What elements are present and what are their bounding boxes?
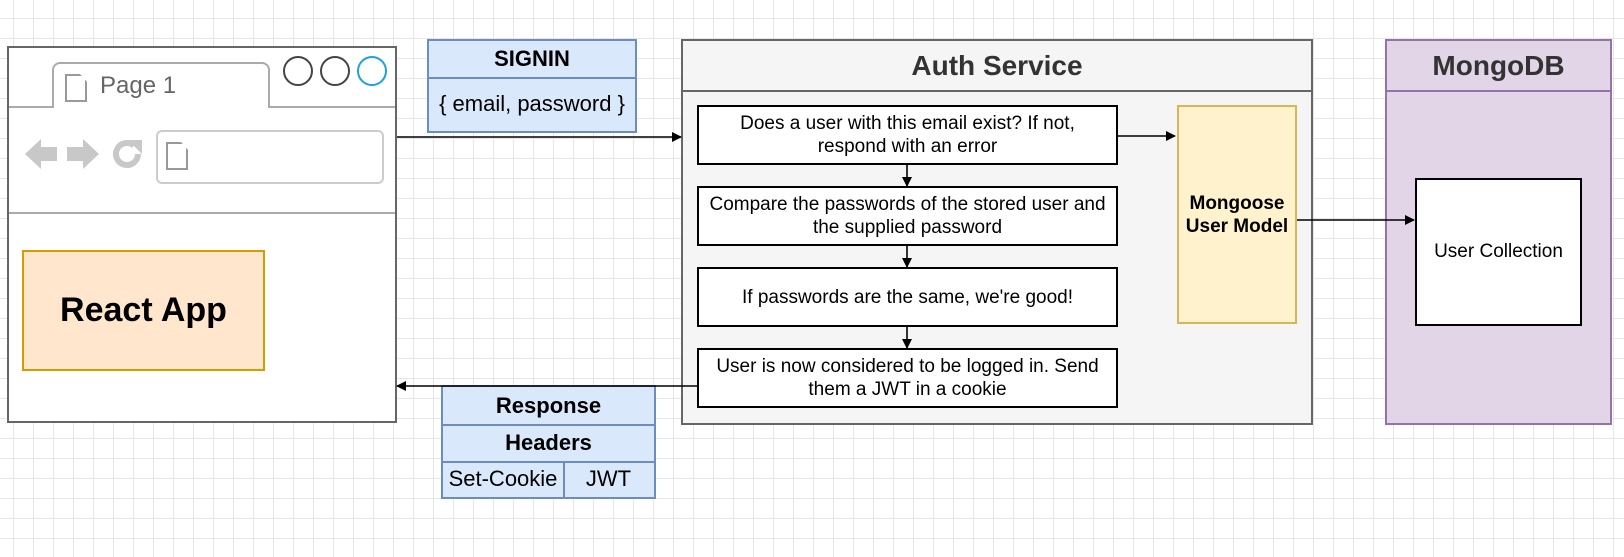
user-collection: User Collection [1415,178,1582,326]
step-send-jwt: User is now considered to be logged in. … [697,348,1118,408]
step-check-user-exists: Does a user with this email exist? If no… [697,105,1118,165]
window-button-circle-icon[interactable] [320,56,350,86]
mongodb-container: MongoDB User Collection [1385,39,1612,425]
window-button-circle-icon[interactable] [283,56,313,86]
tab-label: Page 1 [100,72,177,99]
header-name-cell: Set-Cookie [443,461,565,497]
response-headers-title: Headers [443,424,654,463]
auth-service-title: Auth Service [683,41,1311,92]
reload-icon[interactable] [109,136,145,172]
signin-request-table: SIGNIN { email, password } [427,39,637,133]
auth-service-container: Auth Service Does a user with this email… [681,39,1313,425]
response-title: Response [443,387,654,426]
signin-title: SIGNIN [429,41,635,79]
signin-body: { email, password } [439,91,625,116]
header-value-cell: JWT [585,466,632,491]
address-bar[interactable] [156,130,384,184]
mongoose-user-model: Mongoose User Model [1177,105,1297,324]
step-passwords-match: If passwords are the same, we're good! [697,267,1118,327]
page-icon [65,74,87,102]
forward-arrow-icon[interactable] [65,136,101,172]
mongodb-title: MongoDB [1387,41,1610,92]
response-table: Response Headers Set-Cookie JWT [441,385,656,499]
window-button-active-circle-icon[interactable] [357,56,387,86]
browser-tab[interactable]: Page 1 [52,62,270,108]
page-icon [166,142,188,170]
react-app-box: React App [22,250,265,371]
step-compare-passwords: Compare the passwords of the stored user… [697,186,1118,246]
browser-window: Page 1 React App [7,46,397,423]
back-arrow-icon[interactable] [23,136,59,172]
toolbar-separator [9,212,395,214]
